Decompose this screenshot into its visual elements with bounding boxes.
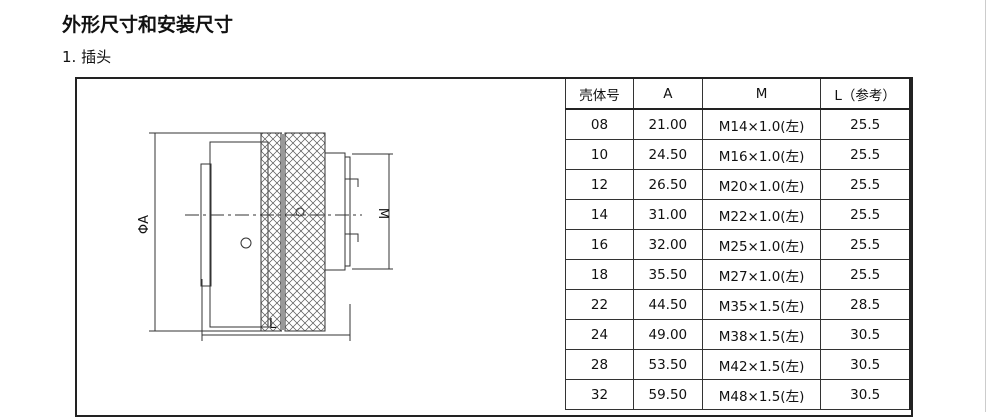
table-cell: M42×1.5(左) [701, 349, 822, 380]
header-shell: 壳体号 [565, 77, 634, 110]
table-cell: 24 [565, 319, 634, 350]
table-cell: 30.5 [820, 379, 912, 410]
table-cell: 25.5 [820, 229, 912, 260]
table-cell: 21.00 [632, 108, 703, 140]
length-label: L [269, 317, 277, 332]
table-cell: 25.5 [820, 169, 912, 200]
connector-drawing [149, 132, 393, 341]
section-heading: 1. 插头 [62, 48, 112, 66]
table-cell: M22×1.0(左) [701, 199, 822, 230]
header-a: A [632, 77, 703, 110]
table-cell: 49.00 [632, 319, 703, 350]
table-cell: 16 [565, 229, 634, 260]
table-cell: M38×1.5(左) [701, 319, 822, 350]
table-cell: 30.5 [820, 319, 912, 350]
table-cell: 12 [565, 169, 634, 200]
header-m: M [701, 77, 822, 110]
table-cell: 08 [565, 108, 634, 140]
table-cell: M35×1.5(左) [701, 289, 822, 320]
header-l: L（参考） [820, 77, 912, 110]
table-cell: 28 [565, 349, 634, 380]
table-cell: 59.50 [632, 379, 703, 410]
table-cell: 53.50 [632, 349, 703, 380]
table-cell: M16×1.0(左) [701, 139, 822, 170]
page-title: 外形尺寸和安装尺寸 [62, 14, 234, 36]
table-cell: M48×1.5(左) [701, 379, 822, 410]
table-cell: M25×1.0(左) [701, 229, 822, 260]
thread-label: M [375, 207, 391, 220]
table-cell: 30.5 [820, 349, 912, 380]
table-cell: M14×1.0(左) [701, 108, 822, 140]
table-cell: 24.50 [632, 139, 703, 170]
table-cell: M27×1.0(左) [701, 259, 822, 290]
table-cell: 25.5 [820, 108, 912, 140]
table-cell: 18 [565, 259, 634, 290]
page-border [985, 0, 986, 412]
table-cell: 14 [565, 199, 634, 230]
table-cell: 26.50 [632, 169, 703, 200]
table-cell: 10 [565, 139, 634, 170]
table-cell: 32.00 [632, 229, 703, 260]
table-cell: 25.5 [820, 259, 912, 290]
diameter-label: ΦA [137, 214, 153, 235]
table-cell: 25.5 [820, 139, 912, 170]
table-cell: 22 [565, 289, 634, 320]
table-cell: 31.00 [632, 199, 703, 230]
table-cell: 44.50 [632, 289, 703, 320]
table-cell: 25.5 [820, 199, 912, 230]
table-header: 壳体号 A M L（参考） [565, 77, 912, 110]
table-cell: M20×1.0(左) [701, 169, 822, 200]
table-cell: 32 [565, 379, 634, 410]
table-cell: 35.50 [632, 259, 703, 290]
table-cell: 28.5 [820, 289, 912, 320]
